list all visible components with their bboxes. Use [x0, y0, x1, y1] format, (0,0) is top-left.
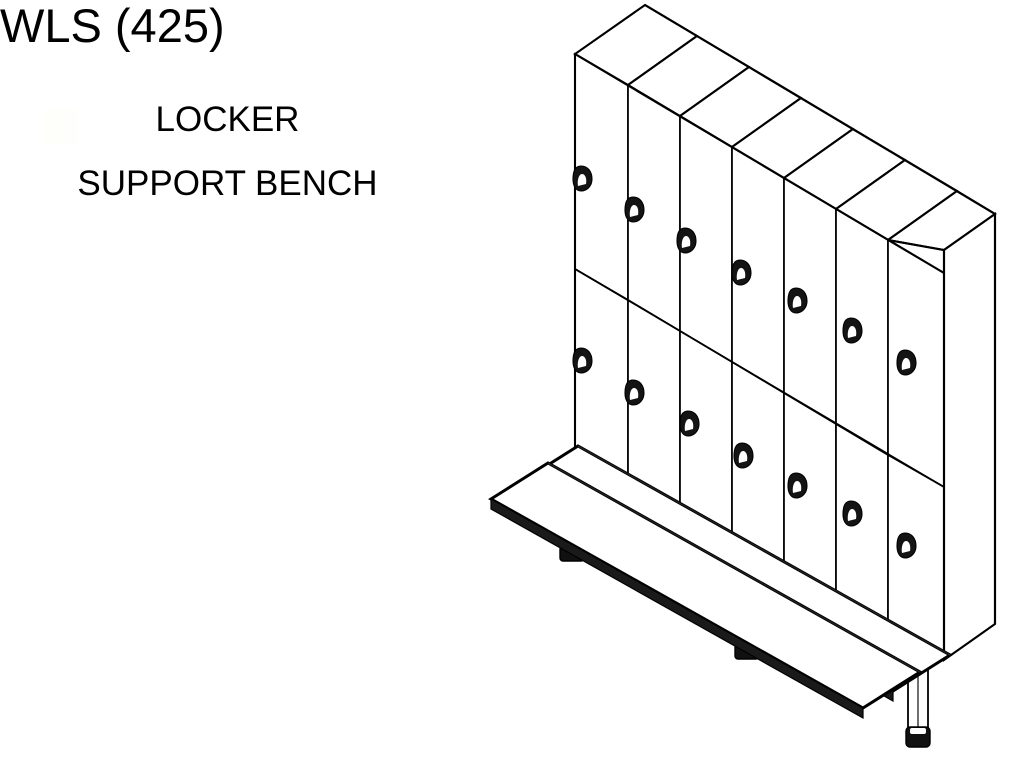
- locker-latch-handle-icon[interactable]: [842, 500, 863, 527]
- locker-latch-handle-icon[interactable]: [679, 410, 700, 437]
- locker-latch-handle-icon[interactable]: [896, 532, 917, 559]
- locker-latch-handle-icon[interactable]: [787, 472, 808, 499]
- right-panel-bottom-edge: [943, 623, 996, 661]
- locker-latch-handle-icon[interactable]: [572, 347, 593, 374]
- bench-seam-line-back: [577, 445, 951, 656]
- locker-latch-handle-icon[interactable]: [733, 442, 754, 469]
- locker-front-doors: [574, 52, 945, 674]
- bench-slat-front-edge: [490, 497, 864, 720]
- bench-assembly: [488, 444, 953, 720]
- right-end-top-edge: [887, 238, 945, 252]
- top-back-ridge: [644, 4, 996, 215]
- locker-top-faces: [573, 3, 997, 252]
- locker-latch-handle-icon[interactable]: [676, 227, 697, 254]
- top-front-ridge: [574, 53, 945, 274]
- bench-seam-line-front: [547, 462, 921, 673]
- locker-latch-handle-icon[interactable]: [896, 349, 917, 376]
- locker-latch-handle-icon[interactable]: [624, 379, 645, 406]
- right-end-face: [942, 211, 997, 663]
- locker-latch-handle-icon[interactable]: [624, 196, 645, 223]
- locker-latch-handle-icon[interactable]: [787, 287, 808, 314]
- locker-latch-handle-icon[interactable]: [572, 165, 593, 192]
- tier-divider-line: [574, 268, 945, 488]
- locker-latch-handle-icon[interactable]: [731, 259, 752, 286]
- locker-latch-handle-icon[interactable]: [842, 317, 863, 344]
- locker-handles: [572, 165, 917, 559]
